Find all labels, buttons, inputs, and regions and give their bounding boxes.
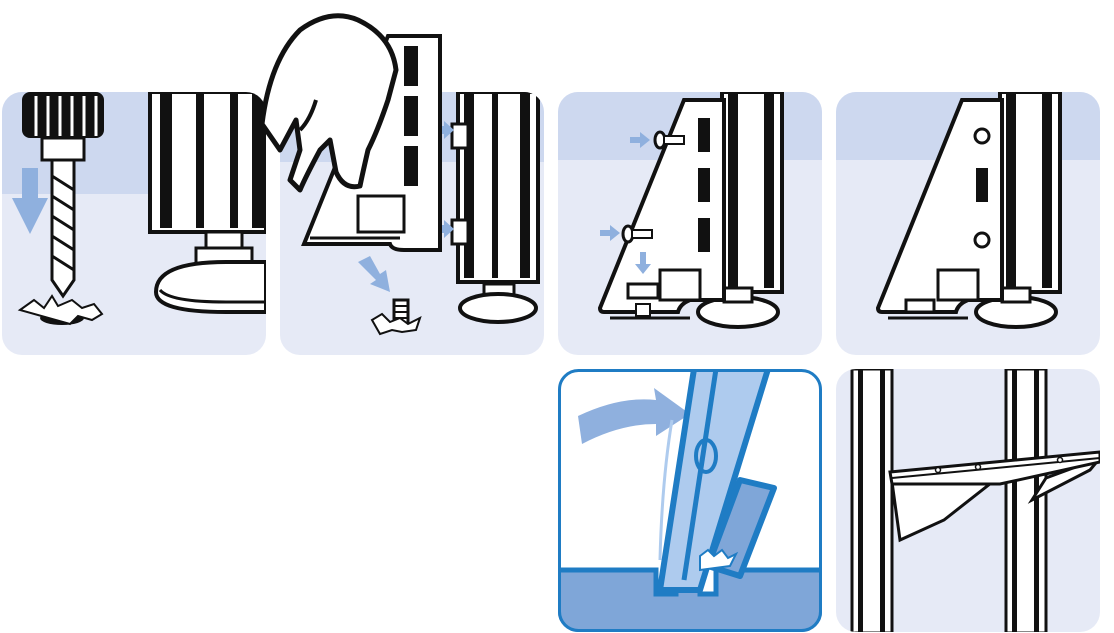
shelf-post-icon: [1000, 92, 1060, 292]
step-6-panel: [836, 369, 1100, 633]
shelf-post-icon: [458, 92, 538, 282]
step-4-panel: [836, 92, 1100, 355]
step-2-panel: [262, 16, 544, 355]
shelf-post-icon: [852, 369, 892, 633]
shelf-post-icon: [1006, 369, 1046, 633]
step-3-panel: [558, 92, 822, 355]
step-5-detail-panel: [558, 369, 822, 633]
step-1-panel: [2, 92, 266, 355]
shelf-post-icon: [150, 92, 266, 232]
